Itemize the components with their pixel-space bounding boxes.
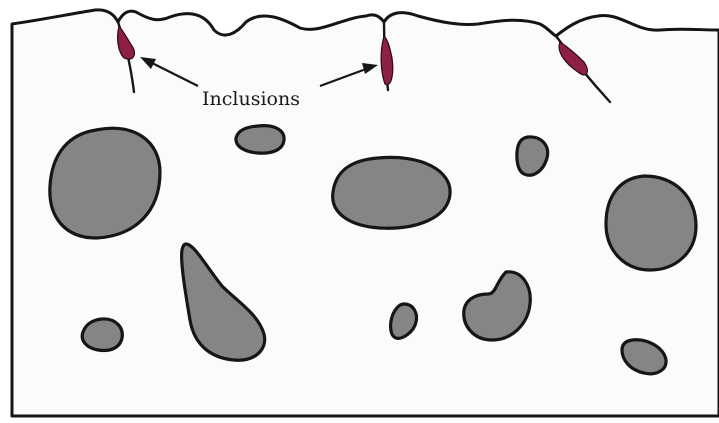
particle-small-right-top xyxy=(517,137,548,175)
particle-small-top xyxy=(236,126,284,154)
particle-small-bottom-left xyxy=(82,319,122,351)
inclusions-label: Inclusions xyxy=(202,88,300,110)
particle-round-right xyxy=(606,176,696,270)
particle-oval-center xyxy=(333,157,450,228)
